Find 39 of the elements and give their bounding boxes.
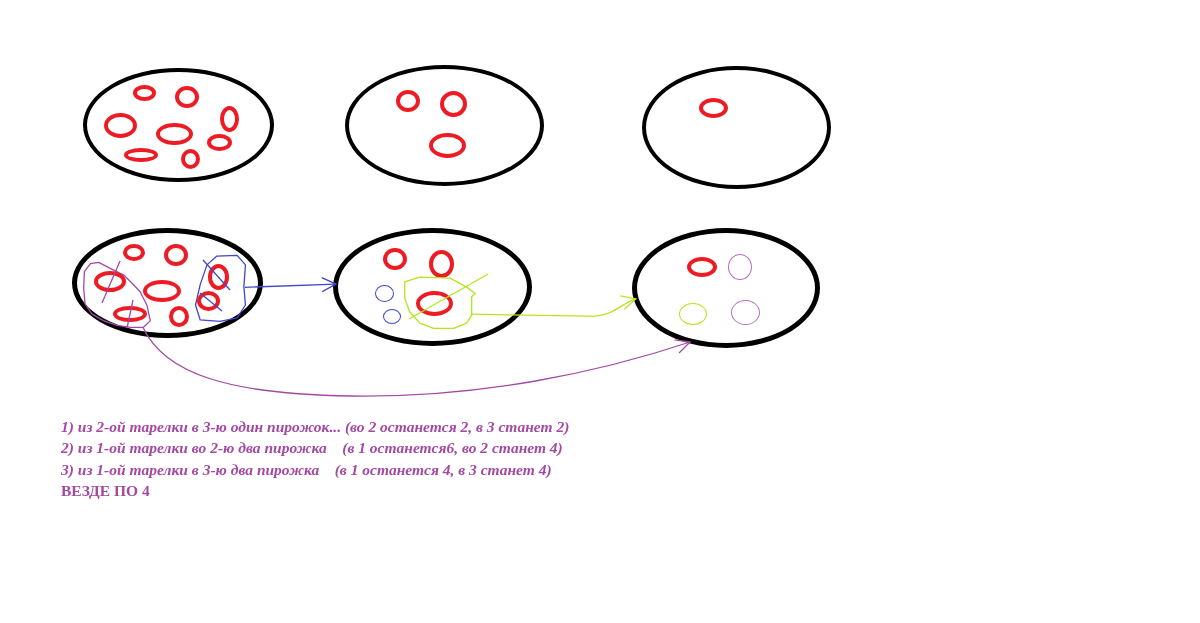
pie [155, 123, 193, 145]
pie [439, 91, 467, 117]
plate [333, 228, 532, 346]
pie [169, 305, 189, 327]
selection-loop [83, 261, 151, 328]
pie [123, 243, 145, 261]
arrow [244, 276, 337, 293]
plate [632, 228, 820, 348]
note-text: ВЕЗДЕ ПО 4 [61, 481, 150, 501]
pie [175, 86, 199, 108]
pie [103, 112, 137, 138]
note-text: 1) из 2-ой тарелки в 3-ю один пирожок... (во 2 останется 2, в 3 станет 2) [61, 417, 570, 437]
pie [428, 250, 454, 278]
plate [642, 66, 831, 189]
plate [72, 228, 263, 338]
pie [383, 248, 407, 270]
pie [164, 244, 188, 266]
pie [396, 90, 420, 112]
pie [180, 149, 200, 169]
plate [345, 65, 544, 186]
pie [113, 306, 147, 322]
pie [143, 280, 181, 302]
pie [698, 98, 728, 118]
pie [219, 106, 239, 132]
pie [428, 132, 466, 158]
pie [687, 257, 717, 277]
arrow [142, 326, 691, 397]
selection-loop [195, 254, 247, 322]
pie [206, 133, 232, 151]
note-text: 3) из 1-ой тарелки в 3-ю два пирожка (в 1 останется 4, в 3 станет 4) [61, 460, 552, 480]
pie [415, 290, 453, 316]
pie [124, 148, 158, 162]
selection-loop [404, 276, 476, 329]
plate [83, 68, 274, 182]
arrow [471, 296, 637, 317]
note-text: 2) из 1-ой тарелки во 2-ю два пирожка (в 1 останется6, во 2 станет 4) [61, 438, 563, 458]
pie [132, 85, 156, 101]
pie [207, 264, 229, 290]
pie [94, 270, 126, 292]
